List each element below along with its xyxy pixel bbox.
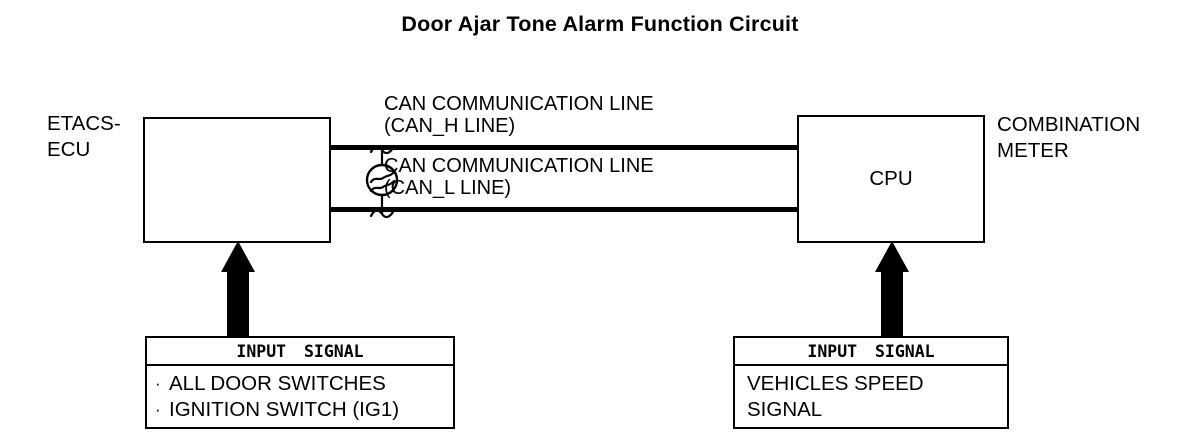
input-signal-header-right: INPUT SIGNAL <box>735 338 1007 366</box>
input-signal-header-left: INPUT SIGNAL <box>147 338 453 366</box>
up-arrow-head-left <box>221 241 255 272</box>
combination-meter-label-line1: COMBINATION <box>997 113 1141 136</box>
bullet-dot: · <box>155 400 161 419</box>
bullet-dot: · <box>155 374 161 393</box>
input-item-ignition-switch: IGNITION SWITCH (IG1) <box>169 398 400 421</box>
up-arrow-shaft-left <box>227 270 249 338</box>
up-arrow-shaft-right <box>881 270 903 338</box>
diagram-title: Door Ajar Tone Alarm Function Circuit <box>401 12 799 36</box>
list-item: · ALL DOOR SWITCHES <box>155 371 445 397</box>
can-h-label-line2: (CAN_H LINE) <box>384 115 516 137</box>
input-item-all-door-switches: ALL DOOR SWITCHES <box>169 372 386 395</box>
cpu-label: CPU <box>869 167 913 190</box>
etacs-ecu-label-line1: ETACS- <box>47 112 121 135</box>
can-l-line <box>330 207 798 212</box>
etacs-ecu-label: ETACS- ECU <box>47 111 121 163</box>
input-item-vehicle-speed-line2: SIGNAL <box>747 398 823 421</box>
combination-meter-label: COMBINATION METER <box>997 112 1140 164</box>
input-signal-box-right: INPUT SIGNAL VEHICLES SPEED SIGNAL <box>733 336 1009 429</box>
etacs-ecu-box <box>143 117 399 243</box>
can-l-label-line1: CAN COMMUNICATION LINE <box>384 155 654 177</box>
etacs-ecu-label-line2: ECU <box>47 138 91 161</box>
input-signal-box-left: INPUT SIGNAL · ALL DOOR SWITCHES · IGNIT… <box>145 336 455 429</box>
up-arrow-head-right <box>875 241 909 272</box>
combination-meter-label-line2: METER <box>997 139 1069 162</box>
can-l-label-line2: (CAN_L LINE) <box>384 177 512 199</box>
input-item-vehicle-speed-line1: VEHICLES SPEED <box>747 372 924 395</box>
can-h-line <box>330 145 798 150</box>
cpu-box: CPU <box>797 115 985 243</box>
can-l-line-label: CAN COMMUNICATION LINE (CAN_L LINE) <box>384 155 654 199</box>
list-item: · IGNITION SWITCH (IG1) <box>155 397 445 423</box>
can-h-label-line1: CAN COMMUNICATION LINE <box>384 93 654 115</box>
can-h-line-label: CAN COMMUNICATION LINE (CAN_H LINE) <box>384 93 654 137</box>
